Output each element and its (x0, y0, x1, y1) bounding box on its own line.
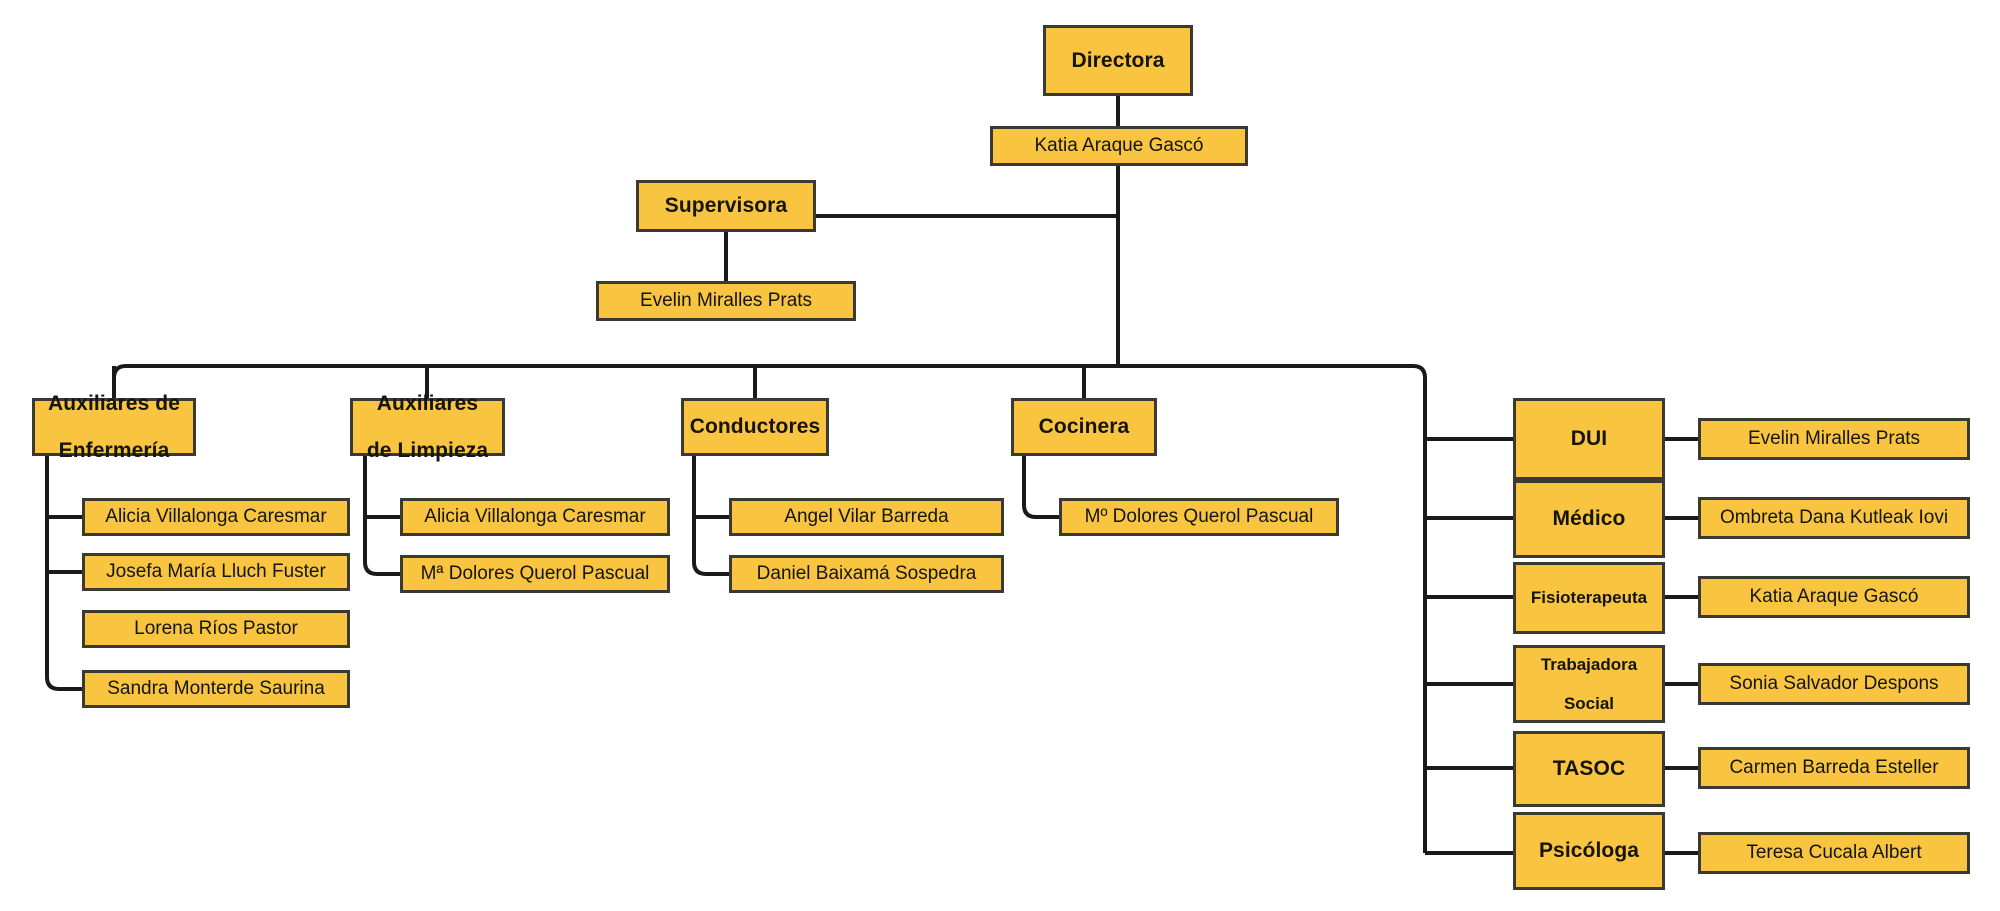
node-prof-name-dui[interactable]: Evelin Miralles Prats (1698, 418, 1970, 460)
supervisora-name-label: Evelin Miralles Prats (639, 290, 813, 312)
node-prof-role-trabajadora-social[interactable]: Trabajadora Social (1513, 645, 1665, 723)
prof-name-label: Sonia Salvador Despons (1729, 673, 1939, 695)
prof-role-line1: Trabajadora (1540, 655, 1638, 675)
member-label: Alicia Villalonga Caresmar (424, 506, 646, 528)
wire-cocinera-spine (1022, 456, 1059, 519)
member-label: Mº Dolores Querol Pascual (1084, 506, 1314, 528)
prof-name-label: Katia Araque Gascó (1749, 586, 1919, 608)
node-member-limpieza-0[interactable]: Alicia Villalonga Caresmar (400, 498, 670, 536)
node-dept-role-conductores[interactable]: Conductores (681, 398, 829, 456)
supervisora-role-label: Supervisora (664, 194, 788, 218)
member-label: Alicia Villalonga Caresmar (105, 506, 327, 528)
prof-role-label: DUI (1570, 427, 1608, 451)
member-label: Daniel Baixamá Sospedra (756, 563, 977, 585)
node-dept-role-enfermeria[interactable]: Auxiliares de Enfermería (32, 392, 196, 462)
member-label: Mª Dolores Querol Pascual (420, 563, 650, 585)
node-member-enfermeria-2[interactable]: Lorena Ríos Pastor (82, 610, 350, 648)
prof-name-label: Carmen Barreda Esteller (1729, 757, 1939, 779)
node-member-conductores-1[interactable]: Daniel Baixamá Sospedra (729, 555, 1004, 593)
node-prof-role-tasoc[interactable]: TASOC (1513, 731, 1665, 807)
node-directora-role[interactable]: Directora (1043, 25, 1193, 96)
dept-role-label-limpieza: Auxiliares de Limpieza (357, 392, 498, 463)
node-member-enfermeria-1[interactable]: Josefa María Lluch Fuster (82, 553, 350, 591)
node-member-conductores-0[interactable]: Angel Vilar Barreda (729, 498, 1004, 536)
directora-name-label: Katia Araque Gascó (1034, 135, 1204, 157)
wire-main-bus (112, 364, 1427, 398)
node-member-cocinera-0[interactable]: Mº Dolores Querol Pascual (1059, 498, 1339, 536)
node-member-limpieza-1[interactable]: Mª Dolores Querol Pascual (400, 555, 670, 593)
dept-role-line1: Auxiliares de (47, 391, 181, 415)
wire-enfermeria-spine (45, 456, 82, 691)
node-prof-name-fisioterapeuta[interactable]: Katia Araque Gascó (1698, 576, 1970, 618)
member-label: Lorena Ríos Pastor (134, 618, 298, 640)
dept-role-label-cocinera: Cocinera (1038, 415, 1130, 439)
member-label: Josefa María Lluch Fuster (106, 561, 326, 583)
node-prof-name-medico[interactable]: Ombreta Dana Kutleak Iovi (1698, 497, 1970, 539)
prof-role-line2: Social (1563, 693, 1615, 713)
node-supervisora-role[interactable]: Supervisora (636, 180, 816, 232)
member-label: Sandra Monterde Saurina (107, 678, 325, 700)
dept-role-label-enfermeria: Auxiliares de Enfermería (39, 392, 189, 463)
dept-role-line1: Auxiliares (376, 391, 479, 415)
node-prof-name-tasoc[interactable]: Carmen Barreda Esteller (1698, 747, 1970, 789)
node-dept-role-cocinera[interactable]: Cocinera (1011, 398, 1157, 456)
node-prof-role-fisioterapeuta[interactable]: Fisioterapeuta (1513, 562, 1665, 634)
dept-role-line2: Enfermería (58, 438, 170, 462)
node-dept-role-limpieza[interactable]: Auxiliares de Limpieza (350, 392, 505, 462)
node-prof-role-medico[interactable]: Médico (1513, 480, 1665, 558)
node-prof-name-psicologa[interactable]: Teresa Cucala Albert (1698, 832, 1970, 874)
wire-limpieza-spine (363, 456, 400, 576)
prof-role-label: Médico (1552, 507, 1626, 531)
prof-name-label: Teresa Cucala Albert (1746, 842, 1922, 864)
node-prof-role-psicologa[interactable]: Psicóloga (1513, 812, 1665, 890)
dept-role-label-conductores: Conductores (689, 415, 821, 439)
prof-role-label: Psicóloga (1538, 839, 1640, 863)
prof-role-label: TASOC (1552, 757, 1626, 781)
member-label: Angel Vilar Barreda (784, 506, 949, 528)
prof-role-label: Fisioterapeuta (1530, 588, 1648, 608)
prof-name-label: Evelin Miralles Prats (1747, 428, 1921, 450)
directora-role-label: Directora (1071, 48, 1165, 72)
dept-role-line2: de Limpieza (366, 438, 489, 462)
node-directora-name[interactable]: Katia Araque Gascó (990, 126, 1248, 166)
node-member-enfermeria-0[interactable]: Alicia Villalonga Caresmar (82, 498, 350, 536)
node-prof-name-trabajadora-social[interactable]: Sonia Salvador Despons (1698, 663, 1970, 705)
prof-role-label: Trabajadora Social (1520, 655, 1658, 712)
node-prof-role-dui[interactable]: DUI (1513, 398, 1665, 480)
node-member-enfermeria-3[interactable]: Sandra Monterde Saurina (82, 670, 350, 708)
node-supervisora-name[interactable]: Evelin Miralles Prats (596, 281, 856, 321)
prof-name-label: Ombreta Dana Kutleak Iovi (1719, 507, 1949, 529)
wire-conductores-spine (692, 456, 729, 576)
